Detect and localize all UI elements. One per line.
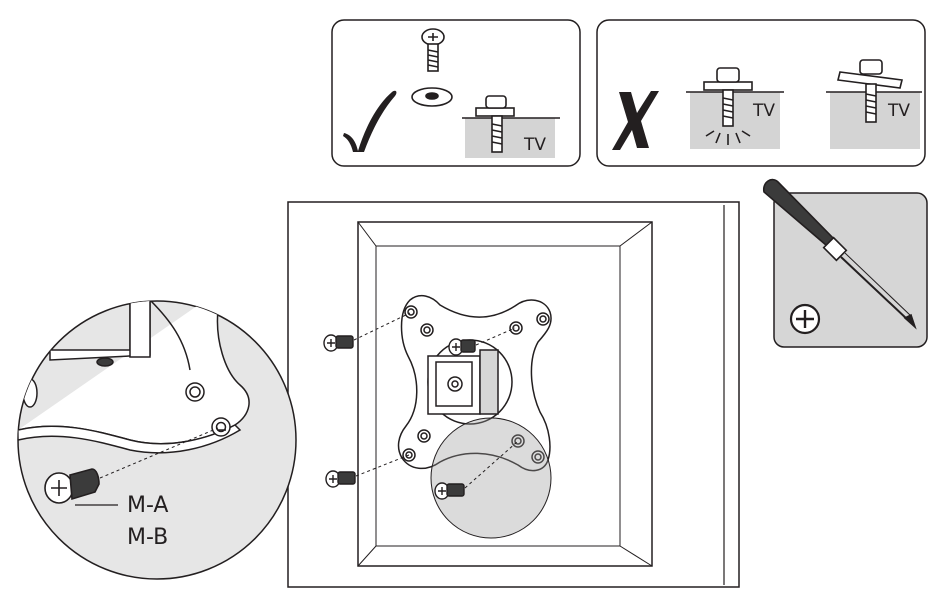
cross-icon (612, 91, 659, 150)
loose-screw-icon (421, 28, 445, 72)
phillips-symbol-icon (789, 303, 821, 335)
tilted-screw-icon (837, 59, 903, 123)
zoom-origin-highlight (430, 417, 552, 539)
mounting-screws (323, 334, 476, 500)
screw-icon (434, 482, 465, 500)
callout-screw-icon (44, 468, 100, 504)
incorrect-install-panel: TV TV (596, 19, 926, 167)
checkmark-icon (343, 90, 397, 152)
tv-label-1: TV (752, 101, 775, 121)
vesa-bracket (397, 294, 552, 472)
tv-label: TV (523, 135, 546, 155)
screw-icon (325, 470, 356, 488)
zoom-callout: M-A M-B (17, 300, 297, 580)
screw-icon (323, 334, 354, 352)
washer-icon (411, 87, 453, 107)
tv-surface (465, 118, 555, 158)
damage-burst-icon (705, 130, 751, 145)
long-screw-icon (703, 67, 753, 127)
seated-screw-icon (475, 95, 515, 153)
bracket-hole (402, 305, 550, 464)
tv-surface (690, 92, 780, 149)
tool-panel (762, 178, 928, 348)
screw-icon (448, 338, 476, 356)
phillips-screwdriver-icon (762, 178, 917, 330)
correct-install-panel: TV (331, 19, 581, 167)
label-m-a: M-A (127, 493, 169, 518)
tv-label-2: TV (887, 101, 910, 121)
alignment-lines (353, 312, 518, 489)
label-m-b: M-B (127, 525, 168, 550)
